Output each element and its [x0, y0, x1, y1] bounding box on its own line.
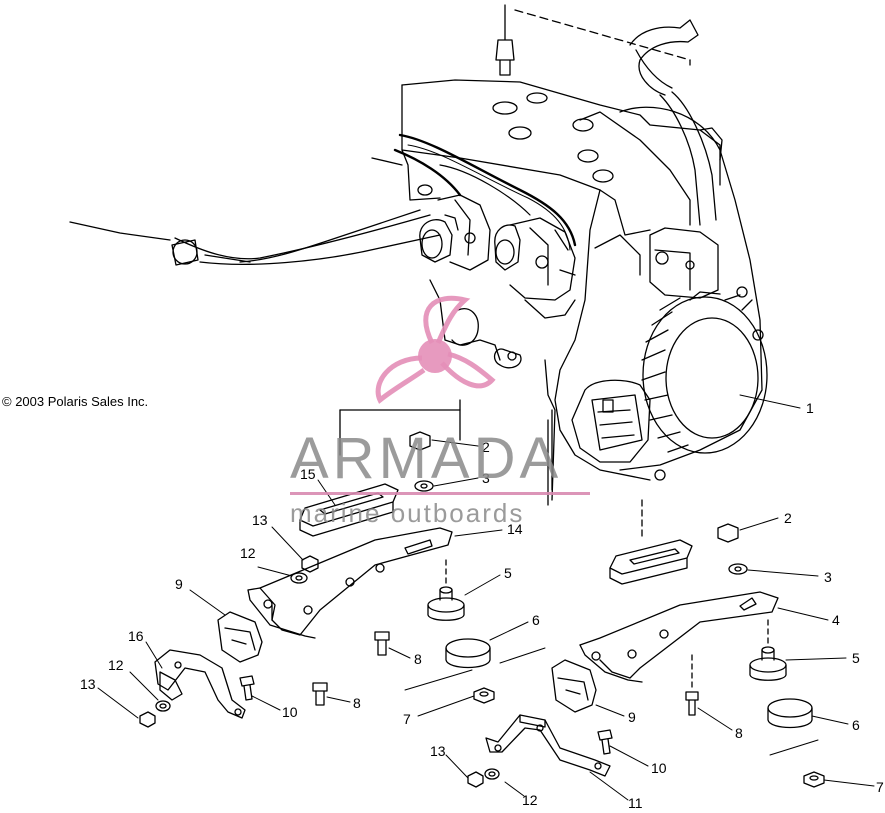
callout-8-b: 8 — [353, 695, 361, 711]
callout-8-a: 8 — [414, 651, 422, 667]
callout-7-left: 7 — [403, 711, 411, 727]
callout-13-b: 13 — [80, 676, 96, 692]
bracket-16 — [154, 649, 246, 719]
bolt-8-c — [685, 654, 699, 716]
callout-5-left: 5 — [504, 565, 512, 581]
rubber-pad-left — [445, 638, 491, 669]
damper-9-left — [217, 611, 263, 663]
washer-12-a — [290, 572, 308, 584]
bolt-8-a — [374, 631, 390, 656]
callout-12-c: 12 — [522, 792, 538, 808]
propeller-logo — [375, 295, 496, 404]
rubber-pad-right — [767, 698, 813, 729]
watermark-rule — [290, 492, 590, 495]
nut-13-c — [467, 771, 484, 788]
engine-bracket-14 — [247, 527, 453, 639]
callout-1: 1 — [806, 400, 814, 416]
callout-3-left: 3 — [482, 470, 490, 486]
rubber-mount-left — [427, 559, 465, 621]
nut-2-left — [409, 431, 431, 451]
callout-5-right: 5 — [852, 650, 860, 666]
nut-left — [473, 687, 495, 704]
callout-8-c: 8 — [735, 725, 743, 741]
nut-right — [803, 771, 825, 788]
bracket-11 — [485, 714, 611, 777]
nut-13-a — [301, 555, 319, 573]
washer-12-c — [484, 768, 500, 780]
damper-9-right — [551, 659, 597, 713]
callout-12-b: 12 — [108, 657, 124, 673]
watermark-subtitle: marine outboards — [290, 498, 525, 528]
nut-2-right — [717, 523, 739, 543]
rubber-mount-right — [749, 619, 787, 681]
callout-7-right: 7 — [876, 779, 884, 795]
bolt-8-b — [312, 682, 328, 706]
callout-14: 14 — [507, 521, 523, 537]
callout-12-a: 12 — [240, 545, 256, 561]
nut-13-b — [139, 711, 156, 728]
callout-10-left: 10 — [282, 704, 298, 720]
callout-4: 4 — [832, 612, 840, 628]
callout-11: 11 — [628, 795, 643, 811]
mount-plate-15 — [299, 483, 399, 537]
callout-2-right: 2 — [784, 510, 792, 526]
watermark-title: ARMADA — [290, 426, 563, 491]
callout-13-c: 13 — [430, 743, 446, 759]
screw-10-right — [597, 729, 613, 755]
engine-bracket-4 — [579, 591, 779, 683]
washer-12-b — [155, 700, 171, 712]
callout-9-left: 9 — [175, 576, 183, 592]
callout-6-left: 6 — [532, 612, 540, 628]
callout-10-right: 10 — [651, 760, 667, 776]
callout-16: 16 — [128, 628, 144, 644]
callout-13-a: 13 — [252, 512, 268, 528]
callout-2-left: 2 — [482, 439, 490, 455]
callout-labels: 1 2 3 2 3 4 5 5 6 6 7 7 8 8 8 9 9 10 10 … — [80, 400, 884, 811]
washer-3-left — [414, 480, 434, 492]
screw-10-left — [239, 675, 255, 701]
callout-9-right: 9 — [628, 709, 636, 725]
leader-lines — [97, 394, 875, 801]
callout-15: 15 — [300, 466, 316, 482]
engine-assembly — [69, 4, 768, 506]
washer-3-right — [728, 563, 748, 575]
callout-6-right: 6 — [852, 717, 860, 733]
callout-3-right: 3 — [824, 569, 832, 585]
copyright-notice: © 2003 Polaris Sales Inc. — [2, 394, 149, 409]
mount-plate-right — [609, 499, 693, 585]
